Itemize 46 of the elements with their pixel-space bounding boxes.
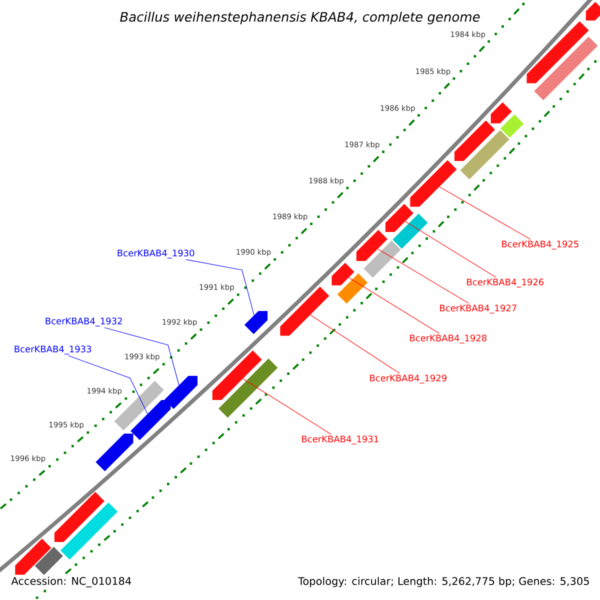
gene-label: BcerKBAB4_1932 [46, 318, 122, 326]
leader-line [378, 248, 470, 304]
gene-label: BcerKBAB4_1933 [14, 346, 92, 354]
gene-label: BcerKBAB4_1928 [410, 334, 486, 344]
accession-text: Accession: NC_010184 [10, 576, 133, 588]
gene-marker [130, 400, 171, 440]
genome-info-text: Topology: circular; Length: 5,262,775 bp; Genes: 5,305 [297, 576, 591, 588]
gene-marker [385, 204, 414, 232]
leader-line [348, 277, 440, 334]
gene-bar [337, 273, 368, 304]
gene-marker [96, 434, 134, 472]
gene-bar [392, 214, 428, 249]
gene-label: BcerKBAB4_1927 [440, 304, 516, 314]
gene-marker [332, 262, 354, 286]
gene-label: BcerKBAB4_1930 [118, 250, 194, 258]
gene-marker [15, 538, 52, 575]
gene-bar [364, 240, 401, 278]
gene-marker [526, 21, 589, 84]
gene-label: BcerKBAB4_1929 [370, 374, 446, 384]
leader-line [405, 221, 496, 278]
gene-bar [34, 546, 63, 576]
gene-label: BcerKBAB4_1925 [502, 240, 578, 250]
gene-bar [534, 36, 598, 100]
gene-bar [60, 502, 118, 560]
gene-label: BcerKBAB4_1926 [467, 278, 544, 288]
gene-marker [212, 350, 262, 400]
gene-marker [54, 492, 104, 542]
leader-line [242, 378, 332, 435]
leader-line [186, 259, 254, 316]
gene-marker [490, 102, 512, 124]
leader-line [68, 355, 148, 414]
gene-label: BcerKBAB4_1931 [302, 436, 378, 444]
gene-bar [460, 130, 510, 180]
gene-marker [454, 120, 496, 162]
leader-line [439, 186, 531, 240]
gene-marker [244, 310, 268, 334]
gene-marker [410, 160, 457, 207]
leader-line [104, 327, 180, 386]
gene-marker [356, 230, 388, 261]
gene-marker [164, 376, 198, 409]
gene-bar [218, 358, 278, 418]
gene-marker [586, 2, 600, 20]
gene-bar [500, 114, 524, 138]
gene-marker [280, 286, 330, 336]
title: Bacillus weihenstephanensis KBAB4, complete genome [120, 12, 480, 24]
leader-line [310, 314, 400, 374]
